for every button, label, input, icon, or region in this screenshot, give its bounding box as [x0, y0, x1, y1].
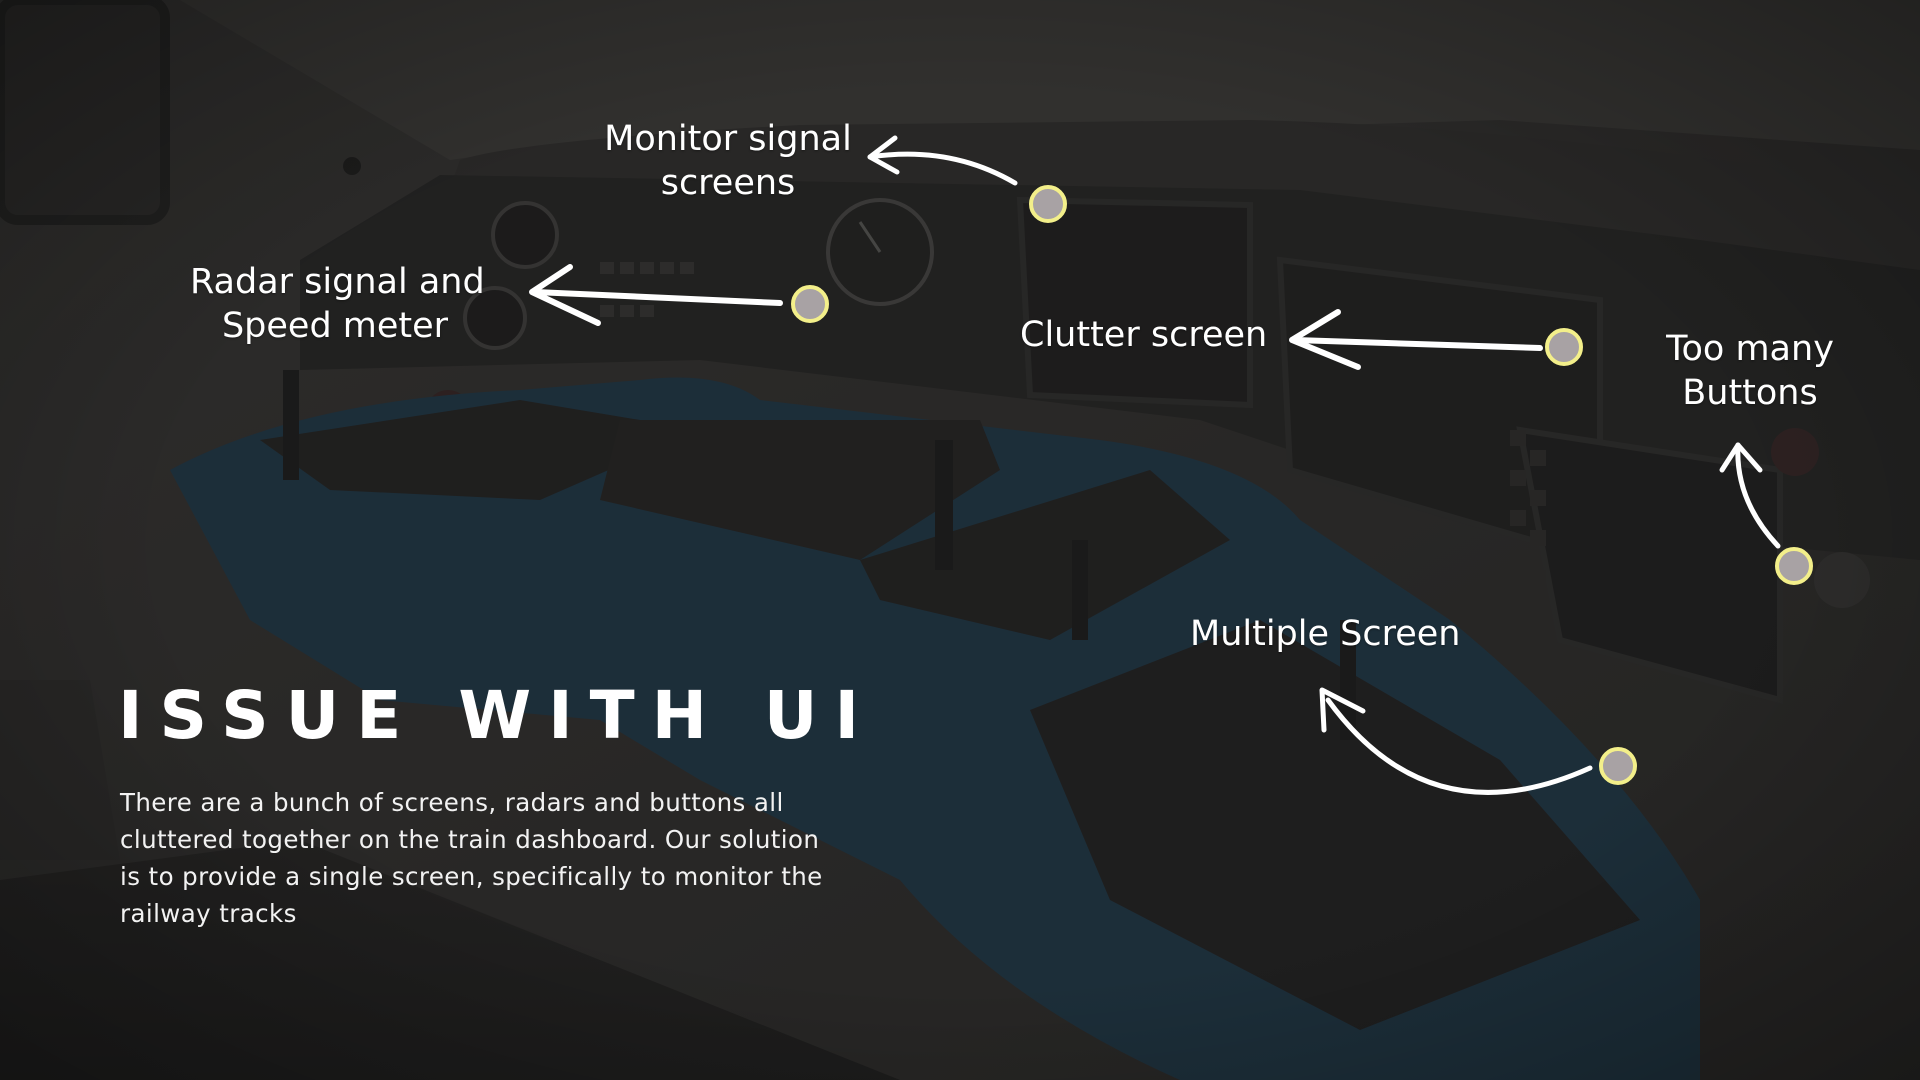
- callout-multiple-text: Multiple Screen: [1190, 614, 1461, 654]
- arrow-buttons: [1719, 442, 1781, 549]
- marker-buttons[interactable]: [1775, 547, 1813, 585]
- marker-multiple[interactable]: [1599, 747, 1637, 785]
- arrow-clutter: [1289, 309, 1543, 370]
- marker-monitor[interactable]: [1029, 185, 1067, 223]
- callout-clutter-text: Clutter screen: [1020, 315, 1268, 355]
- callout-monitor-line-1: Monitor signal: [604, 119, 852, 159]
- marker-radar[interactable]: [791, 285, 829, 323]
- callout-monitor-line-2: screens: [660, 163, 796, 203]
- marker-clutter[interactable]: [1545, 328, 1583, 366]
- callout-buttons-line-2: Buttons: [1682, 373, 1818, 413]
- slide-description: There are a bunch of screens, radars and…: [120, 788, 823, 928]
- callout-multiple-screen: Multiple Screen: [1190, 612, 1460, 656]
- arrow-radar: [529, 264, 783, 326]
- callout-monitor-signal: Monitor signal screens: [600, 117, 856, 205]
- arrow-multiple: [1319, 687, 1593, 795]
- callout-radar-line-2: Speed meter: [221, 306, 449, 346]
- arrow-monitor: [867, 135, 1018, 186]
- callout-buttons-line-1: Too many: [1666, 329, 1834, 369]
- callout-too-many-buttons: Too many Buttons: [1655, 327, 1845, 415]
- callout-clutter-screen: Clutter screen: [1020, 313, 1268, 357]
- callout-radar-line-1: Radar signal and: [190, 262, 485, 302]
- callout-radar-speed: Radar signal and Speed meter: [190, 260, 485, 348]
- slide-title: ISSUE WITH UI: [118, 677, 877, 754]
